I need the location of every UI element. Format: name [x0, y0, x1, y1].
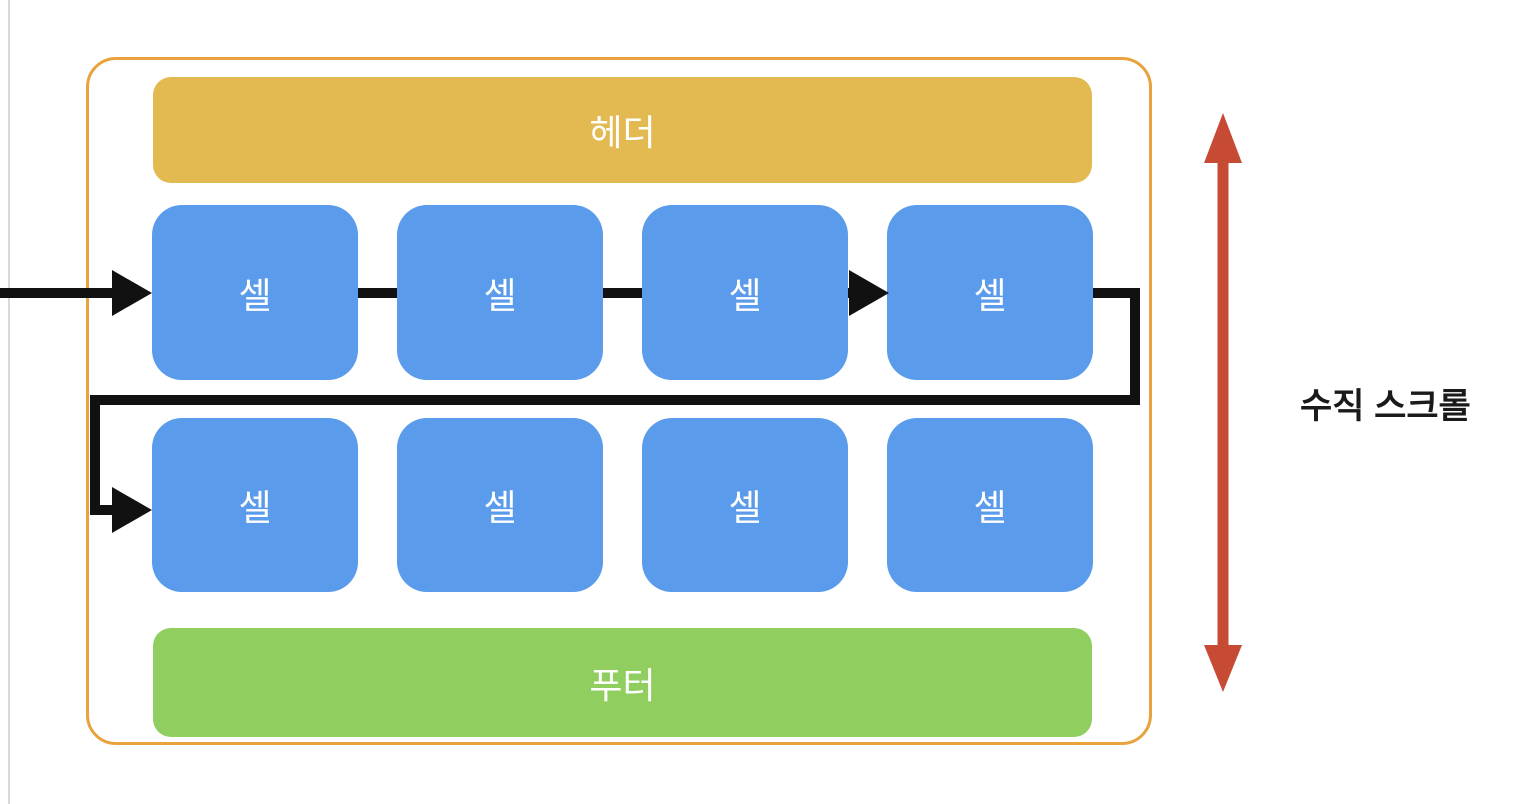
vertical-scroll-arrowhead-down-icon: [1204, 645, 1242, 692]
cell-label: 셀: [483, 274, 517, 316]
cell-row1-col2: 셀: [397, 205, 603, 380]
footer-bar: 푸터: [153, 628, 1092, 737]
cell-row2-col4: 셀: [887, 418, 1093, 592]
cell-label: 셀: [728, 274, 762, 316]
cell-row2-col2: 셀: [397, 418, 603, 592]
cell-label: 셀: [238, 487, 272, 528]
header-bar: 헤더: [153, 77, 1092, 183]
cell-row1-col4: 셀: [887, 205, 1093, 380]
page-left-edge-line: [8, 0, 10, 804]
cell-label: 셀: [973, 274, 1007, 316]
footer-label: 푸터: [589, 664, 656, 706]
vertical-scroll-arrowhead-up-icon: [1204, 113, 1242, 163]
header-label: 헤더: [589, 112, 656, 153]
cell-row2-col3: 셀: [642, 418, 848, 592]
cell-row1-col3: 셀: [642, 205, 848, 380]
cell-row2-col1: 셀: [152, 418, 358, 592]
cell-label: 셀: [483, 487, 517, 528]
cell-label: 셀: [973, 487, 1007, 528]
cell-label: 셀: [238, 274, 272, 316]
vertical-scroll-label: 수직 스크롤: [1300, 387, 1471, 426]
cell-label: 셀: [728, 487, 762, 528]
cell-row1-col1: 셀: [152, 205, 358, 380]
